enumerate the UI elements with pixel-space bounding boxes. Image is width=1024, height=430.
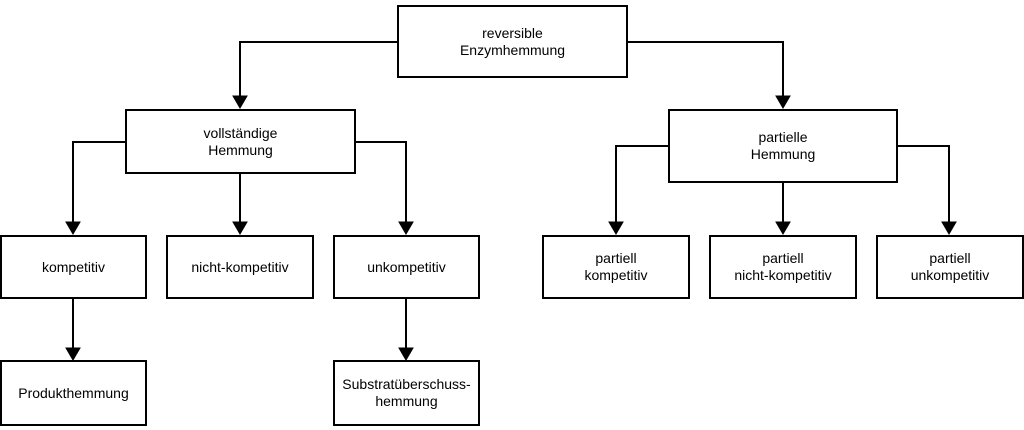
arrowhead-partial (775, 95, 791, 109)
edge-complete-to-competitive (72, 141, 126, 222)
node-substrate-excess-inhibition: Substratüberschuss- hemmung (333, 360, 480, 426)
arrowhead-partial-competitive (608, 221, 624, 235)
arrowhead-product-inhibition (65, 347, 81, 361)
node-partial-uncompetitive: partiell unkompetitiv (876, 235, 1024, 299)
arrowhead-complete (232, 95, 248, 109)
edge-partial-to-partial-uncompetitive (897, 145, 950, 222)
arrowhead-uncompetitive (398, 221, 414, 235)
edge-partial-to-partial-competitive (615, 145, 669, 222)
node-partial-noncompetitive: partiell nicht-kompetitiv (709, 235, 857, 299)
node-noncompetitive: nicht-kompetitiv (166, 235, 314, 299)
edge-root-to-complete (239, 41, 398, 96)
node-partial-inhibition: partielle Hemmung (668, 109, 898, 183)
node-reversible-enzyme-inhibition: reversible Enzymhemmung (397, 5, 628, 78)
arrowhead-substrate-excess (398, 347, 414, 361)
node-product-inhibition: Produkthemmung (0, 360, 147, 426)
arrowhead-partial-noncompetitive (775, 221, 791, 235)
arrowhead-competitive (65, 221, 81, 235)
arrowhead-noncompetitive (232, 221, 248, 235)
edge-root-to-partial (627, 41, 784, 96)
edge-complete-to-uncompetitive (355, 141, 407, 222)
arrowhead-partial-uncompetitive (941, 221, 957, 235)
node-complete-inhibition: vollständige Hemmung (125, 109, 356, 174)
node-competitive: kompetitiv (0, 235, 147, 299)
node-partial-competitive: partiell kompetitiv (542, 235, 690, 299)
node-uncompetitive: unkompetitiv (333, 235, 480, 299)
